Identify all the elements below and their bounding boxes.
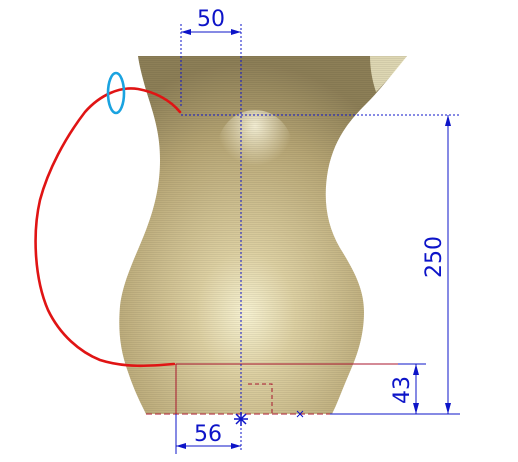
arrow-top-right [231, 29, 241, 35]
sweep-path[interactable] [34, 87, 182, 368]
arrow-base-top [413, 364, 419, 375]
arrow-top-left [181, 29, 191, 35]
dim-base-offset[interactable]: 56 [194, 422, 222, 447]
arrow-height-top [445, 115, 451, 126]
arrow-offset-left [176, 443, 186, 449]
arrow-height-bottom [445, 403, 451, 414]
arrow-offset-right [231, 443, 241, 449]
dim-height[interactable]: 250 [422, 236, 447, 278]
selection-marker[interactable] [106, 71, 126, 115]
origin-star-icon[interactable] [234, 412, 248, 426]
dim-top-width[interactable]: 50 [197, 7, 225, 32]
arrow-base-bottom [413, 403, 419, 414]
origin-star-line-4 [235, 413, 247, 425]
x-mark-line-2 [296, 410, 304, 418]
vase-solid[interactable] [119, 56, 408, 414]
dim-base-height[interactable]: 43 [390, 376, 415, 404]
vase-shading-texture [119, 56, 408, 414]
origin-sketch-box [248, 383, 273, 414]
x-mark-icon [296, 410, 304, 418]
dimension-arrows [176, 29, 451, 449]
